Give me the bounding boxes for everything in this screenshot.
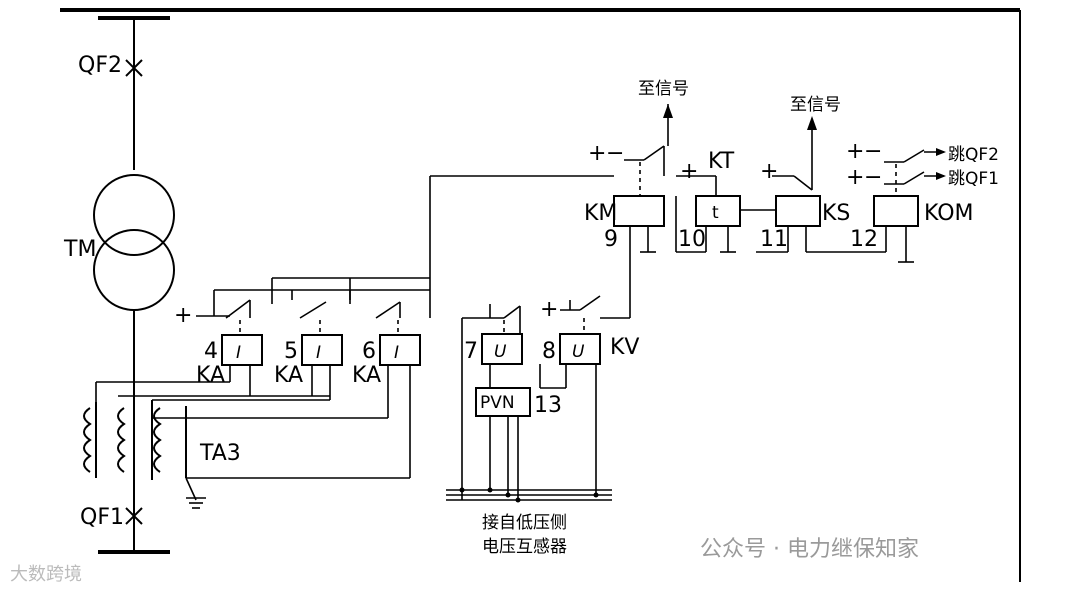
minus-sign-km: − [606,141,624,166]
logic-relays: KM 9 + − 至信号 t KT + 10 KS + 11 至信号 [430,79,999,263]
relay-6-symbol: I [394,343,399,363]
plus-sign-voltage: + [540,297,558,322]
qf1-label: QF1 [80,505,124,530]
kv-label: KV [610,335,639,360]
relay-4-symbol: I [236,343,241,363]
relay-4-box [221,334,263,366]
km-label: KM [584,201,617,226]
signal-label-2: 至信号 [790,95,841,115]
voltage-relays: U U 7 8 KV PVN 13 + [446,240,639,557]
current-relays: I I I 4 5 6 KA KA KA + [174,176,431,478]
minus-sign-trip-qf1: − [864,165,882,190]
signal-label-1: 至信号 [638,79,689,99]
ks-label: KS [822,201,850,226]
trip-qf2-label: 跳QF2 [948,145,999,165]
relay-8-symbol: U [572,342,585,362]
plus-sign-trip-qf2: + [846,139,864,164]
tm-label: TM [63,237,96,262]
km-box [613,195,665,227]
relay-7-symbol: U [494,342,507,362]
trip-qf1-label: 跳QF1 [948,169,999,189]
pvn-number: 13 [534,393,562,418]
relay-5-ka: KA [274,363,303,388]
caption-line-2: 电压互感器 [482,537,567,557]
relay-6-box [379,334,421,366]
km-number: 9 [604,227,618,252]
minus-sign-trip-qf2: − [864,139,882,164]
current-transformers: TA3 [83,381,410,509]
ks-number: 11 [760,227,788,252]
relay-8-number: 8 [542,339,556,364]
kt-label: KT [708,149,735,174]
transformer-winding-lv [93,229,175,311]
frame [60,8,1021,582]
relay-7-number: 7 [464,339,478,364]
pvn-box [475,387,531,417]
watermark-left: 大数跨境 [10,564,82,585]
relay-5-symbol: I [316,343,321,363]
kom-label: KOM [924,201,974,226]
relay-7-box [481,333,523,365]
relay-8-box [559,333,601,365]
relay-5-box [301,334,343,366]
kt-box [695,195,741,227]
relay-4-ka: KA [196,363,225,388]
relay-6-ka: KA [352,363,381,388]
plus-sign-current: + [174,303,192,328]
kt-number: 10 [678,227,706,252]
relay-6-number: 6 [362,339,376,364]
transformer-winding-hv [93,174,175,256]
relay-5-number: 5 [284,339,298,364]
plus-sign-ks: + [760,159,778,184]
plus-sign-trip-qf1: + [846,165,864,190]
plus-sign-kt: + [680,159,698,184]
primary-circuit: QF2 TM QF1 [63,16,175,554]
ks-box [775,195,821,227]
kt-symbol: t [712,203,719,223]
pvn-label: PVN [480,393,515,413]
plus-sign-km: + [588,141,606,166]
qf2-label: QF2 [78,53,122,78]
watermarks: 大数跨境 公众号 · 电力继保知家 [10,537,919,585]
caption-line-1: 接自低压侧 [482,513,567,533]
watermark-right: 公众号 · 电力继保知家 [700,537,919,562]
kom-number: 12 [850,227,878,252]
kom-box [873,195,919,227]
relay-4-number: 4 [204,339,218,364]
ta3-label: TA3 [199,441,241,466]
